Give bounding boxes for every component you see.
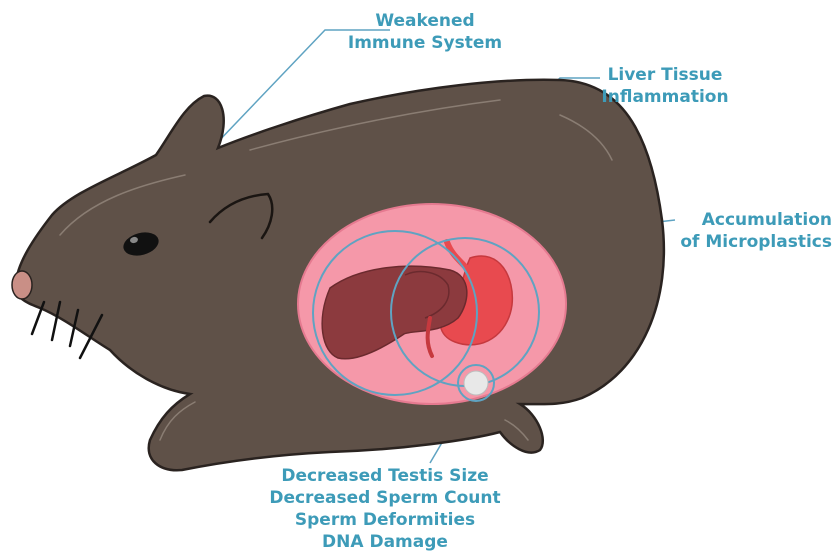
reproductive-label-line-2: Decreased Sperm Count	[200, 487, 570, 509]
reproductive-label-line-4: DNA Damage	[200, 531, 570, 553]
microplastics-label-line-2: of Microplastics	[662, 231, 832, 253]
reproductive-label-line-3: Sperm Deformities	[200, 509, 570, 531]
nose	[12, 271, 32, 299]
immune-label-line-1: Weakened	[330, 10, 520, 32]
liver-inflammation-label: Liver Tissue Inflammation	[560, 64, 770, 108]
microplastics-label-line-1: Accumulation	[662, 209, 832, 231]
immune-label-line-2: Immune System	[330, 32, 520, 54]
microplastics-accumulation-label: Accumulation of Microplastics	[662, 209, 832, 253]
reproductive-effects-label: Decreased Testis Size Decreased Sperm Co…	[200, 465, 570, 553]
immune-system-label: Weakened Immune System	[330, 10, 520, 54]
reproductive-label-line-1: Decreased Testis Size	[200, 465, 570, 487]
liver-label-line-2: Inflammation	[560, 86, 770, 108]
testis-organ	[464, 371, 488, 395]
liver-label-line-1: Liver Tissue	[560, 64, 770, 86]
